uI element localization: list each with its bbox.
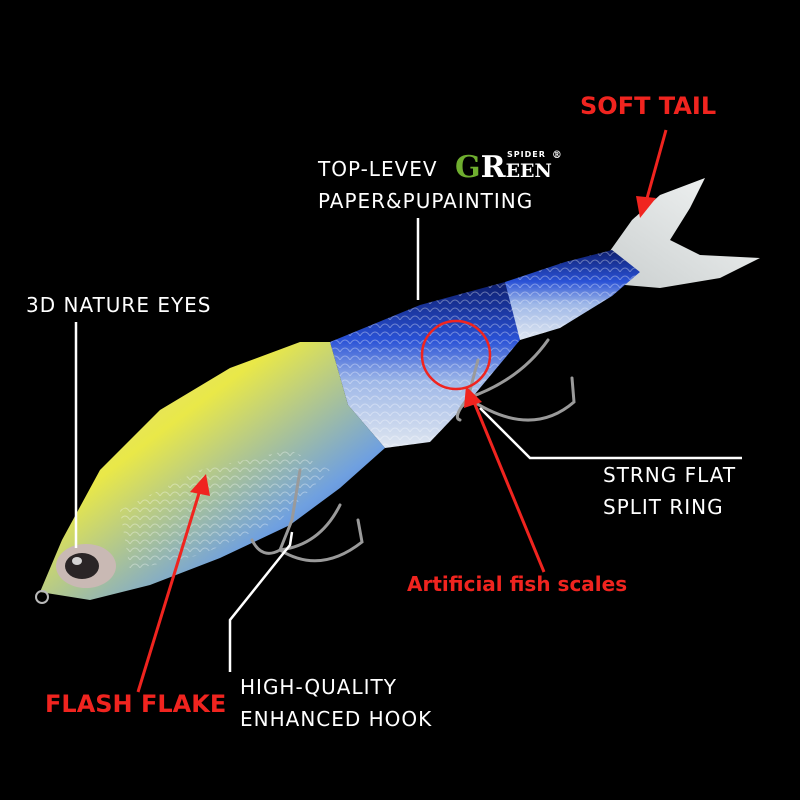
line-tie-ring bbox=[35, 590, 49, 604]
scales-arrow-shaft bbox=[472, 401, 546, 573]
callout-arrows-red bbox=[136, 129, 668, 693]
scales-arrow-head bbox=[464, 386, 482, 408]
label-top-level: TOP-LEVEV bbox=[318, 157, 438, 181]
label-enhanced-hook: ENHANCED HOOK bbox=[240, 707, 433, 731]
brand-logo-r: R bbox=[480, 150, 506, 185]
brand-logo-g: G bbox=[455, 150, 481, 185]
hook-pointer-line bbox=[228, 531, 294, 672]
soft-tail-fin bbox=[600, 178, 760, 288]
flash-flake-arrow-head bbox=[190, 474, 210, 496]
brand-logo: GREEN® SPIDER bbox=[455, 150, 562, 185]
ring-pointer-line bbox=[479, 407, 742, 460]
scales-highlight-circle bbox=[420, 319, 492, 391]
label-flash-flake: FLASH FLAKE bbox=[45, 690, 227, 718]
label-high-quality: HIGH-QUALITY bbox=[240, 675, 397, 699]
brand-logo-een: EEN bbox=[505, 160, 552, 182]
label-soft-tail: SOFT TAIL bbox=[580, 92, 717, 120]
flash-flake-arrow-shaft bbox=[136, 489, 202, 693]
callout-lines-white bbox=[74, 218, 742, 672]
brand-logo-spider: SPIDER bbox=[507, 150, 546, 159]
label-artificial-fish-scales: Artificial fish scales bbox=[407, 572, 628, 596]
brand-registered-mark: ® bbox=[551, 150, 562, 161]
label-split-ring: SPLIT RING bbox=[603, 495, 724, 519]
label-3d-nature-eyes: 3D NATURE EYES bbox=[26, 293, 212, 317]
soft-tail-arrow-head bbox=[636, 196, 656, 218]
label-strong-flat: STRNG FLAT bbox=[603, 463, 737, 487]
soft-tail-arrow-shaft bbox=[644, 129, 668, 203]
label-paper-painting: PAPER&PUPAINTING bbox=[318, 189, 534, 213]
